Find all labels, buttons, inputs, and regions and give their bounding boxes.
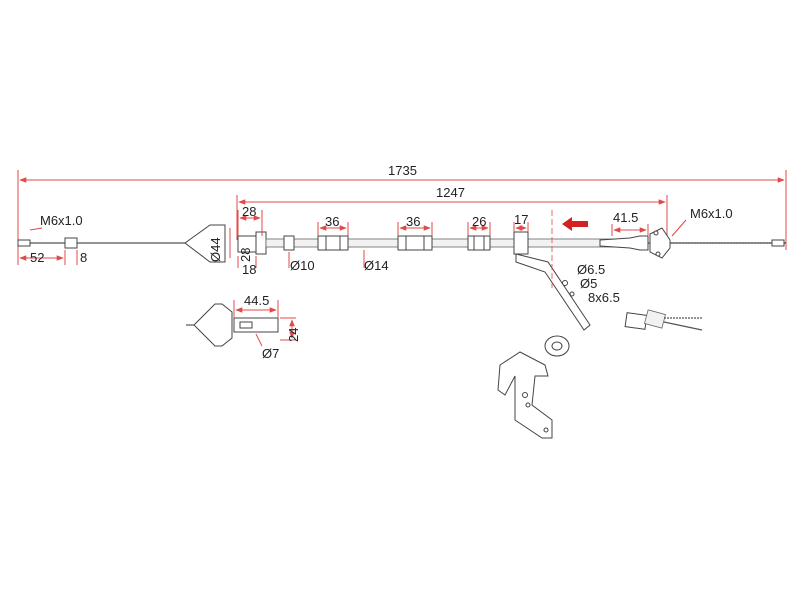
sheath-bracket: 17 bbox=[513, 212, 591, 331]
dia-14-label: Ø14 bbox=[364, 258, 389, 273]
thread-right-label: M6x1.0 bbox=[690, 206, 733, 221]
detail-dia-label: Ø7 bbox=[262, 346, 279, 361]
sheath-length-dimension: 1247 bbox=[236, 185, 668, 240]
ferrule-label: 8 bbox=[80, 250, 87, 265]
left-cable-end: M6x1.0 52 8 bbox=[17, 213, 87, 265]
overall-length-dimension: 1735 bbox=[17, 163, 787, 250]
bracket-width-label: 17 bbox=[514, 212, 528, 227]
segment-3-label: 26 bbox=[472, 214, 486, 229]
sheath-segment-3: 26 bbox=[467, 214, 491, 251]
fitting-dia-label: 28 bbox=[238, 248, 253, 262]
fitting-length-label: 28 bbox=[242, 204, 256, 219]
right-end-label: 41.5 bbox=[613, 210, 638, 225]
cone-dia-label: Ø44 bbox=[208, 237, 223, 262]
segment-2-label: 36 bbox=[406, 214, 420, 229]
thread-left-label: M6x1.0 bbox=[40, 213, 83, 228]
end-fitting-detail: 44.5 24 Ø7 bbox=[186, 293, 301, 361]
hole-6-5-label: Ø6.5 bbox=[577, 262, 605, 277]
segment-1-label: 36 bbox=[325, 214, 339, 229]
detail-length-label: 44.5 bbox=[244, 293, 269, 308]
right-cable-end: 41.5 M6x1.0 bbox=[599, 206, 786, 259]
end-length-label: 52 bbox=[30, 250, 44, 265]
cone-boot: Ø44 bbox=[184, 224, 231, 263]
end-fitting: 28 28 18 bbox=[237, 204, 267, 277]
dia-10-label: Ø10 bbox=[290, 258, 315, 273]
view-arrow-icon bbox=[562, 217, 588, 231]
detail-height-label: 24 bbox=[286, 328, 301, 342]
hole-5-label: Ø5 bbox=[580, 276, 597, 291]
sheath-segment-2: 36 Ø14 bbox=[363, 214, 433, 273]
overall-length-label: 1735 bbox=[388, 163, 417, 178]
sheath-length-label: 1247 bbox=[436, 185, 465, 200]
hole-callouts: Ø6.5 Ø5 8x6.5 bbox=[577, 262, 620, 305]
view-direction bbox=[551, 210, 588, 290]
fitting-18-label: 18 bbox=[242, 262, 256, 277]
ferrule bbox=[64, 237, 78, 249]
sheath-segment-1: 36 bbox=[317, 214, 349, 251]
bracket-detail bbox=[497, 335, 570, 439]
connector-detail bbox=[624, 309, 703, 331]
slot-label: 8x6.5 bbox=[588, 290, 620, 305]
